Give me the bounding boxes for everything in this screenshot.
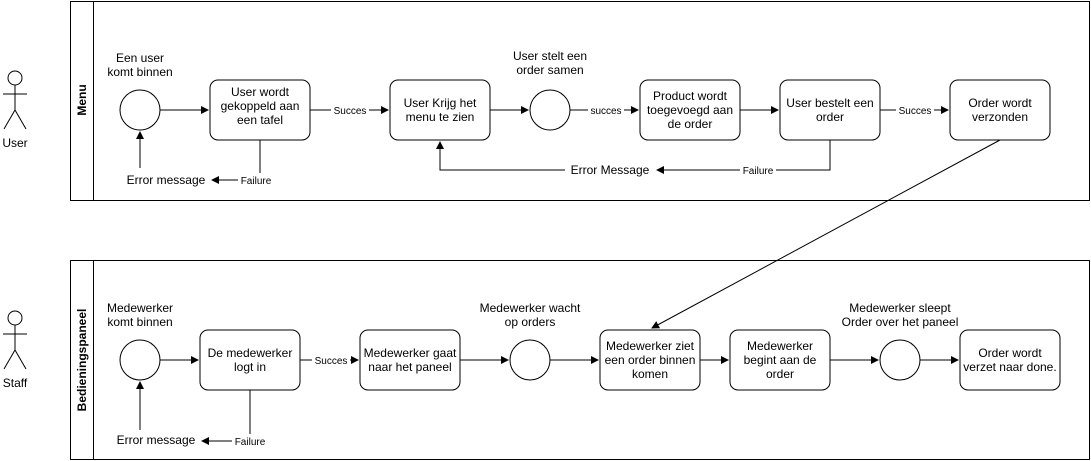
edge-label-succes-1: Succes (334, 106, 367, 117)
edge-error2-to-menu (436, 141, 565, 171)
menu-lane-title: Menu (75, 84, 89, 115)
edge-placed-failure (656, 140, 831, 174)
user-actor-label: User (2, 136, 27, 150)
edge-login-failure (201, 390, 251, 445)
edge-label-succes-2: succes (590, 106, 621, 117)
panel-drag-node (879, 339, 921, 381)
staff-actor-head-icon (7, 310, 23, 326)
menu-start-node (119, 89, 161, 131)
menu-lane (70, 1, 1090, 201)
edge-label-failure-1: Failure (241, 176, 272, 187)
panel-wait-node (509, 339, 551, 381)
node-done (959, 329, 1061, 391)
panel-lane-title: Bedieningspaneel (75, 309, 89, 412)
panel-start-node (119, 339, 161, 381)
panel-error-message: Error message (117, 433, 196, 447)
panel-lane (70, 260, 1090, 460)
staff-actor (3, 310, 27, 370)
user-actor-head-icon (7, 70, 23, 86)
menu-error-message: Error message (127, 173, 206, 187)
edge-label-failure-2: Failure (743, 166, 774, 177)
panel-edge-label-succes: Succes (315, 356, 348, 367)
menu-order-node (529, 89, 571, 131)
staff-actor-label: Staff (3, 376, 28, 390)
user-actor (3, 70, 27, 130)
edge-sent-to-panel (651, 139, 1001, 329)
menu-error-message-2: Error Message (571, 163, 650, 177)
panel-edge-label-failure: Failure (235, 437, 266, 448)
edge-label-succes-3: Succes (899, 106, 932, 117)
